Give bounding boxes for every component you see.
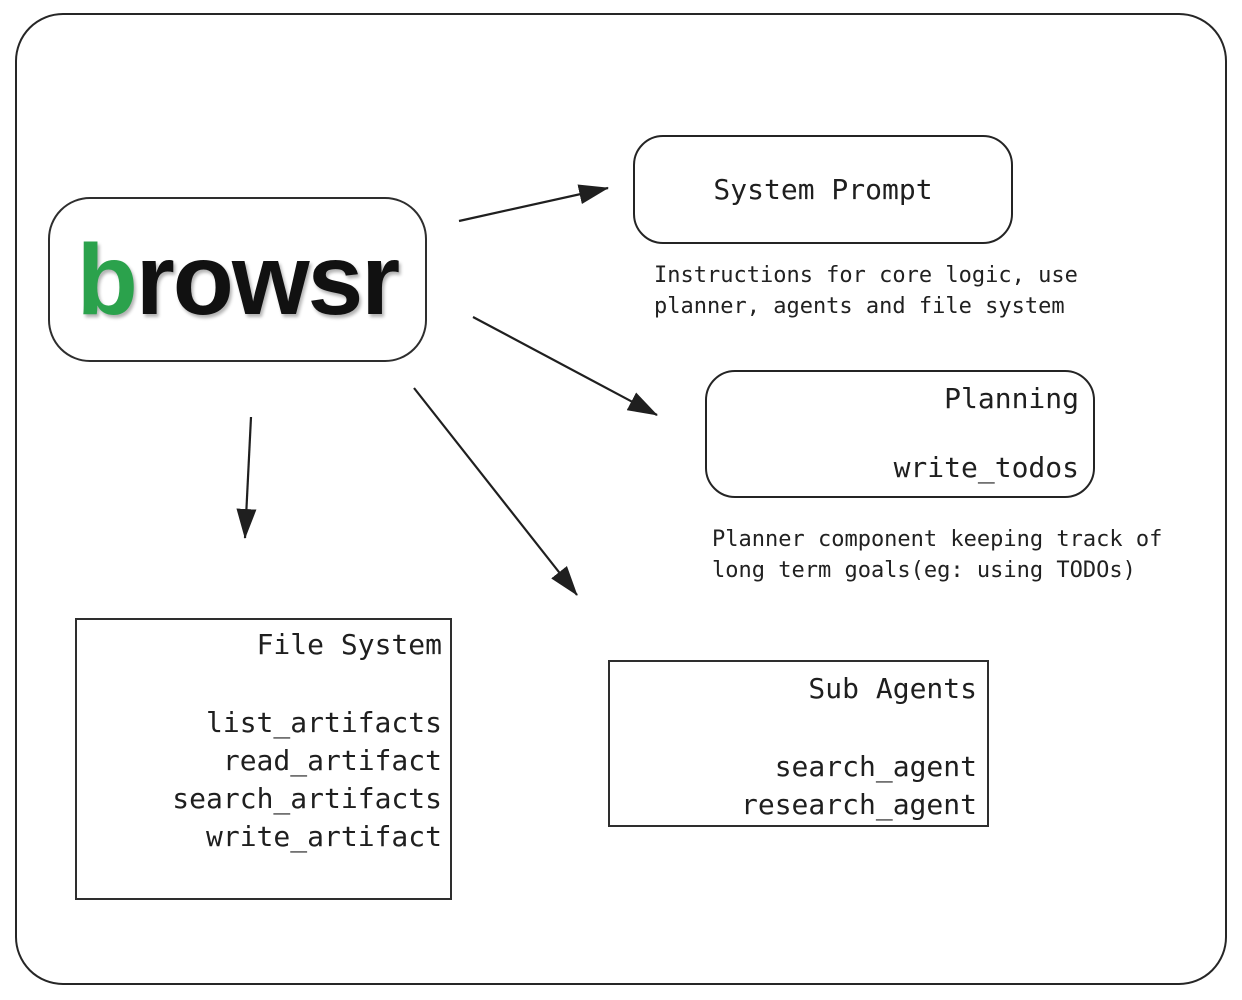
sub-agents-node: Sub Agents search_agent research_agent — [608, 660, 989, 827]
tool-item: list_artifacts — [205, 706, 442, 739]
file-system-title: File System — [256, 628, 442, 661]
planning-title: Planning — [944, 382, 1079, 415]
system-prompt-caption: Instructions for core logic, use planner… — [654, 260, 1078, 322]
logo-rest: rowsr — [135, 223, 400, 336]
logo-prefix: b — [76, 223, 138, 336]
file-system-tool-list: list_artifacts read_artifact search_arti… — [85, 704, 442, 856]
sub-agents-title: Sub Agents — [808, 672, 977, 705]
file-system-node: File System list_artifacts read_artifact… — [75, 618, 452, 900]
sub-agents-tool-list: search_agent research_agent — [620, 748, 977, 824]
browsr-logo-box: browsr — [48, 197, 427, 362]
planning-tool: write_todos — [893, 451, 1079, 484]
system-prompt-caption-line1: Instructions for core logic, use — [654, 263, 1078, 288]
planning-caption-line1: Planner component keeping track of — [712, 527, 1163, 552]
system-prompt-node: System Prompt — [633, 135, 1013, 244]
planning-caption: Planner component keeping track of long … — [712, 524, 1162, 586]
tool-item: read_artifact — [222, 744, 442, 777]
tool-item: write_artifact — [205, 820, 442, 853]
tool-item: search_artifacts — [172, 782, 442, 815]
tool-item: research_agent — [740, 788, 977, 821]
planning-node: Planning write_todos — [705, 370, 1095, 498]
browsr-logo: browsr — [77, 230, 400, 330]
planning-caption-line2: long term goals(eg: using TODOs) — [712, 558, 1136, 583]
system-prompt-title: System Prompt — [713, 173, 933, 206]
system-prompt-caption-line2: planner, agents and file system — [654, 294, 1065, 319]
outer-frame — [15, 13, 1227, 985]
tool-item: search_agent — [774, 750, 977, 783]
